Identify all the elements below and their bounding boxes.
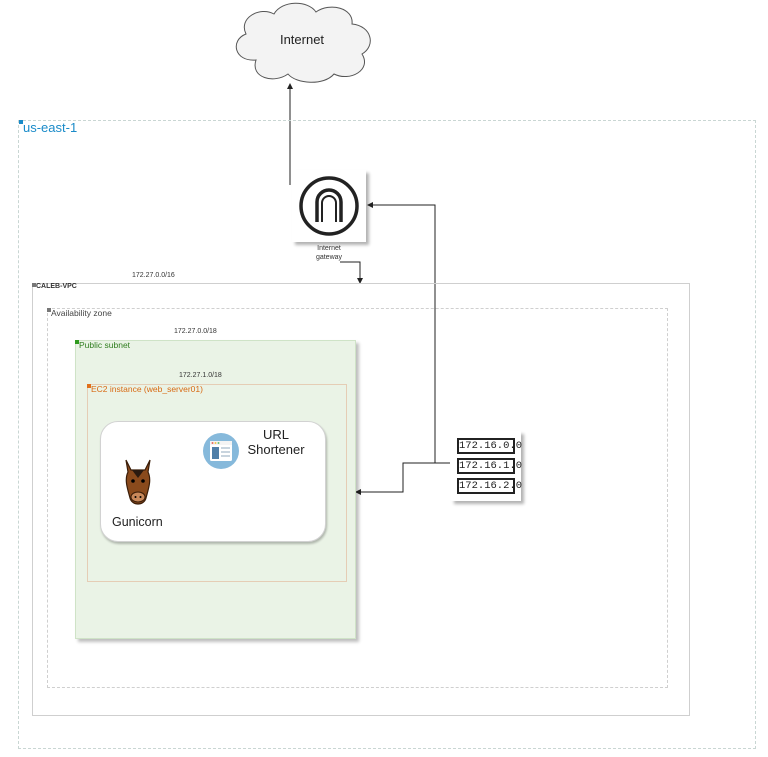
vpc-container bbox=[32, 283, 690, 716]
ec2-marker-icon bbox=[87, 384, 91, 388]
region-marker-icon bbox=[19, 120, 23, 124]
route-entry: 172.16.1.0 bbox=[457, 458, 523, 474]
url-shortener-label: URL Shortener bbox=[244, 427, 308, 457]
web-app-icon bbox=[203, 433, 239, 469]
route-table[interactable]: 172.16.0.0 172.16.1.0 172.16.2.0 bbox=[451, 431, 523, 501]
internet-gateway-icon bbox=[299, 176, 359, 236]
ec2-label-text: EC2 instance (web_server01) bbox=[91, 384, 203, 394]
gunicorn-node[interactable] bbox=[118, 456, 158, 508]
vpc-marker-icon bbox=[32, 283, 36, 287]
ec2-instance-label: EC2 instance (web_server01) bbox=[87, 384, 203, 394]
internet-gateway-label: Internet gateway bbox=[292, 244, 366, 262]
subnet-cidr: 172.27.1.0/18 bbox=[179, 372, 222, 379]
url-shortener-node[interactable] bbox=[202, 432, 240, 470]
internet-cloud: Internet bbox=[226, 0, 382, 84]
cloud-icon bbox=[235, 2, 371, 83]
region-label-text: us-east-1 bbox=[23, 120, 78, 135]
az-label-text: Availability zone bbox=[51, 308, 112, 318]
region-label: us-east-1 bbox=[19, 120, 77, 135]
gunicorn-label: Gunicorn bbox=[112, 515, 163, 529]
vpc-label-text: CALEB-VPC bbox=[36, 283, 77, 290]
region-container bbox=[18, 120, 756, 749]
vpc-label: CALEB-VPC bbox=[32, 283, 77, 290]
url-label-line2: Shortener bbox=[247, 442, 305, 457]
igw-to-vpc-connector bbox=[340, 261, 363, 284]
availability-zone-container bbox=[47, 308, 668, 688]
ec2-instance-container bbox=[87, 384, 347, 582]
public-subnet-label: Public subnet bbox=[75, 340, 130, 350]
igw-label-line1: Internet bbox=[317, 245, 341, 252]
az-marker-icon bbox=[47, 308, 51, 312]
az-cidr: 172.27.0.0/18 bbox=[174, 328, 217, 335]
vpc-cidr: 172.27.0.0/16 bbox=[132, 272, 175, 279]
subnet-marker-icon bbox=[75, 340, 79, 344]
routes-to-ec2-connector bbox=[355, 462, 450, 495]
internet-label: Internet bbox=[279, 32, 325, 47]
route-entry: 172.16.2.0 bbox=[457, 478, 523, 494]
igw-label-line2: gateway bbox=[315, 254, 343, 261]
gunicorn-horse-icon bbox=[125, 459, 151, 505]
route-entry: 172.16.0.0 bbox=[457, 438, 523, 454]
subnet-label-text: Public subnet bbox=[79, 340, 131, 350]
internet-gateway[interactable] bbox=[292, 170, 366, 242]
url-label-line1: URL bbox=[262, 427, 289, 442]
availability-zone-label: Availability zone bbox=[47, 308, 112, 318]
